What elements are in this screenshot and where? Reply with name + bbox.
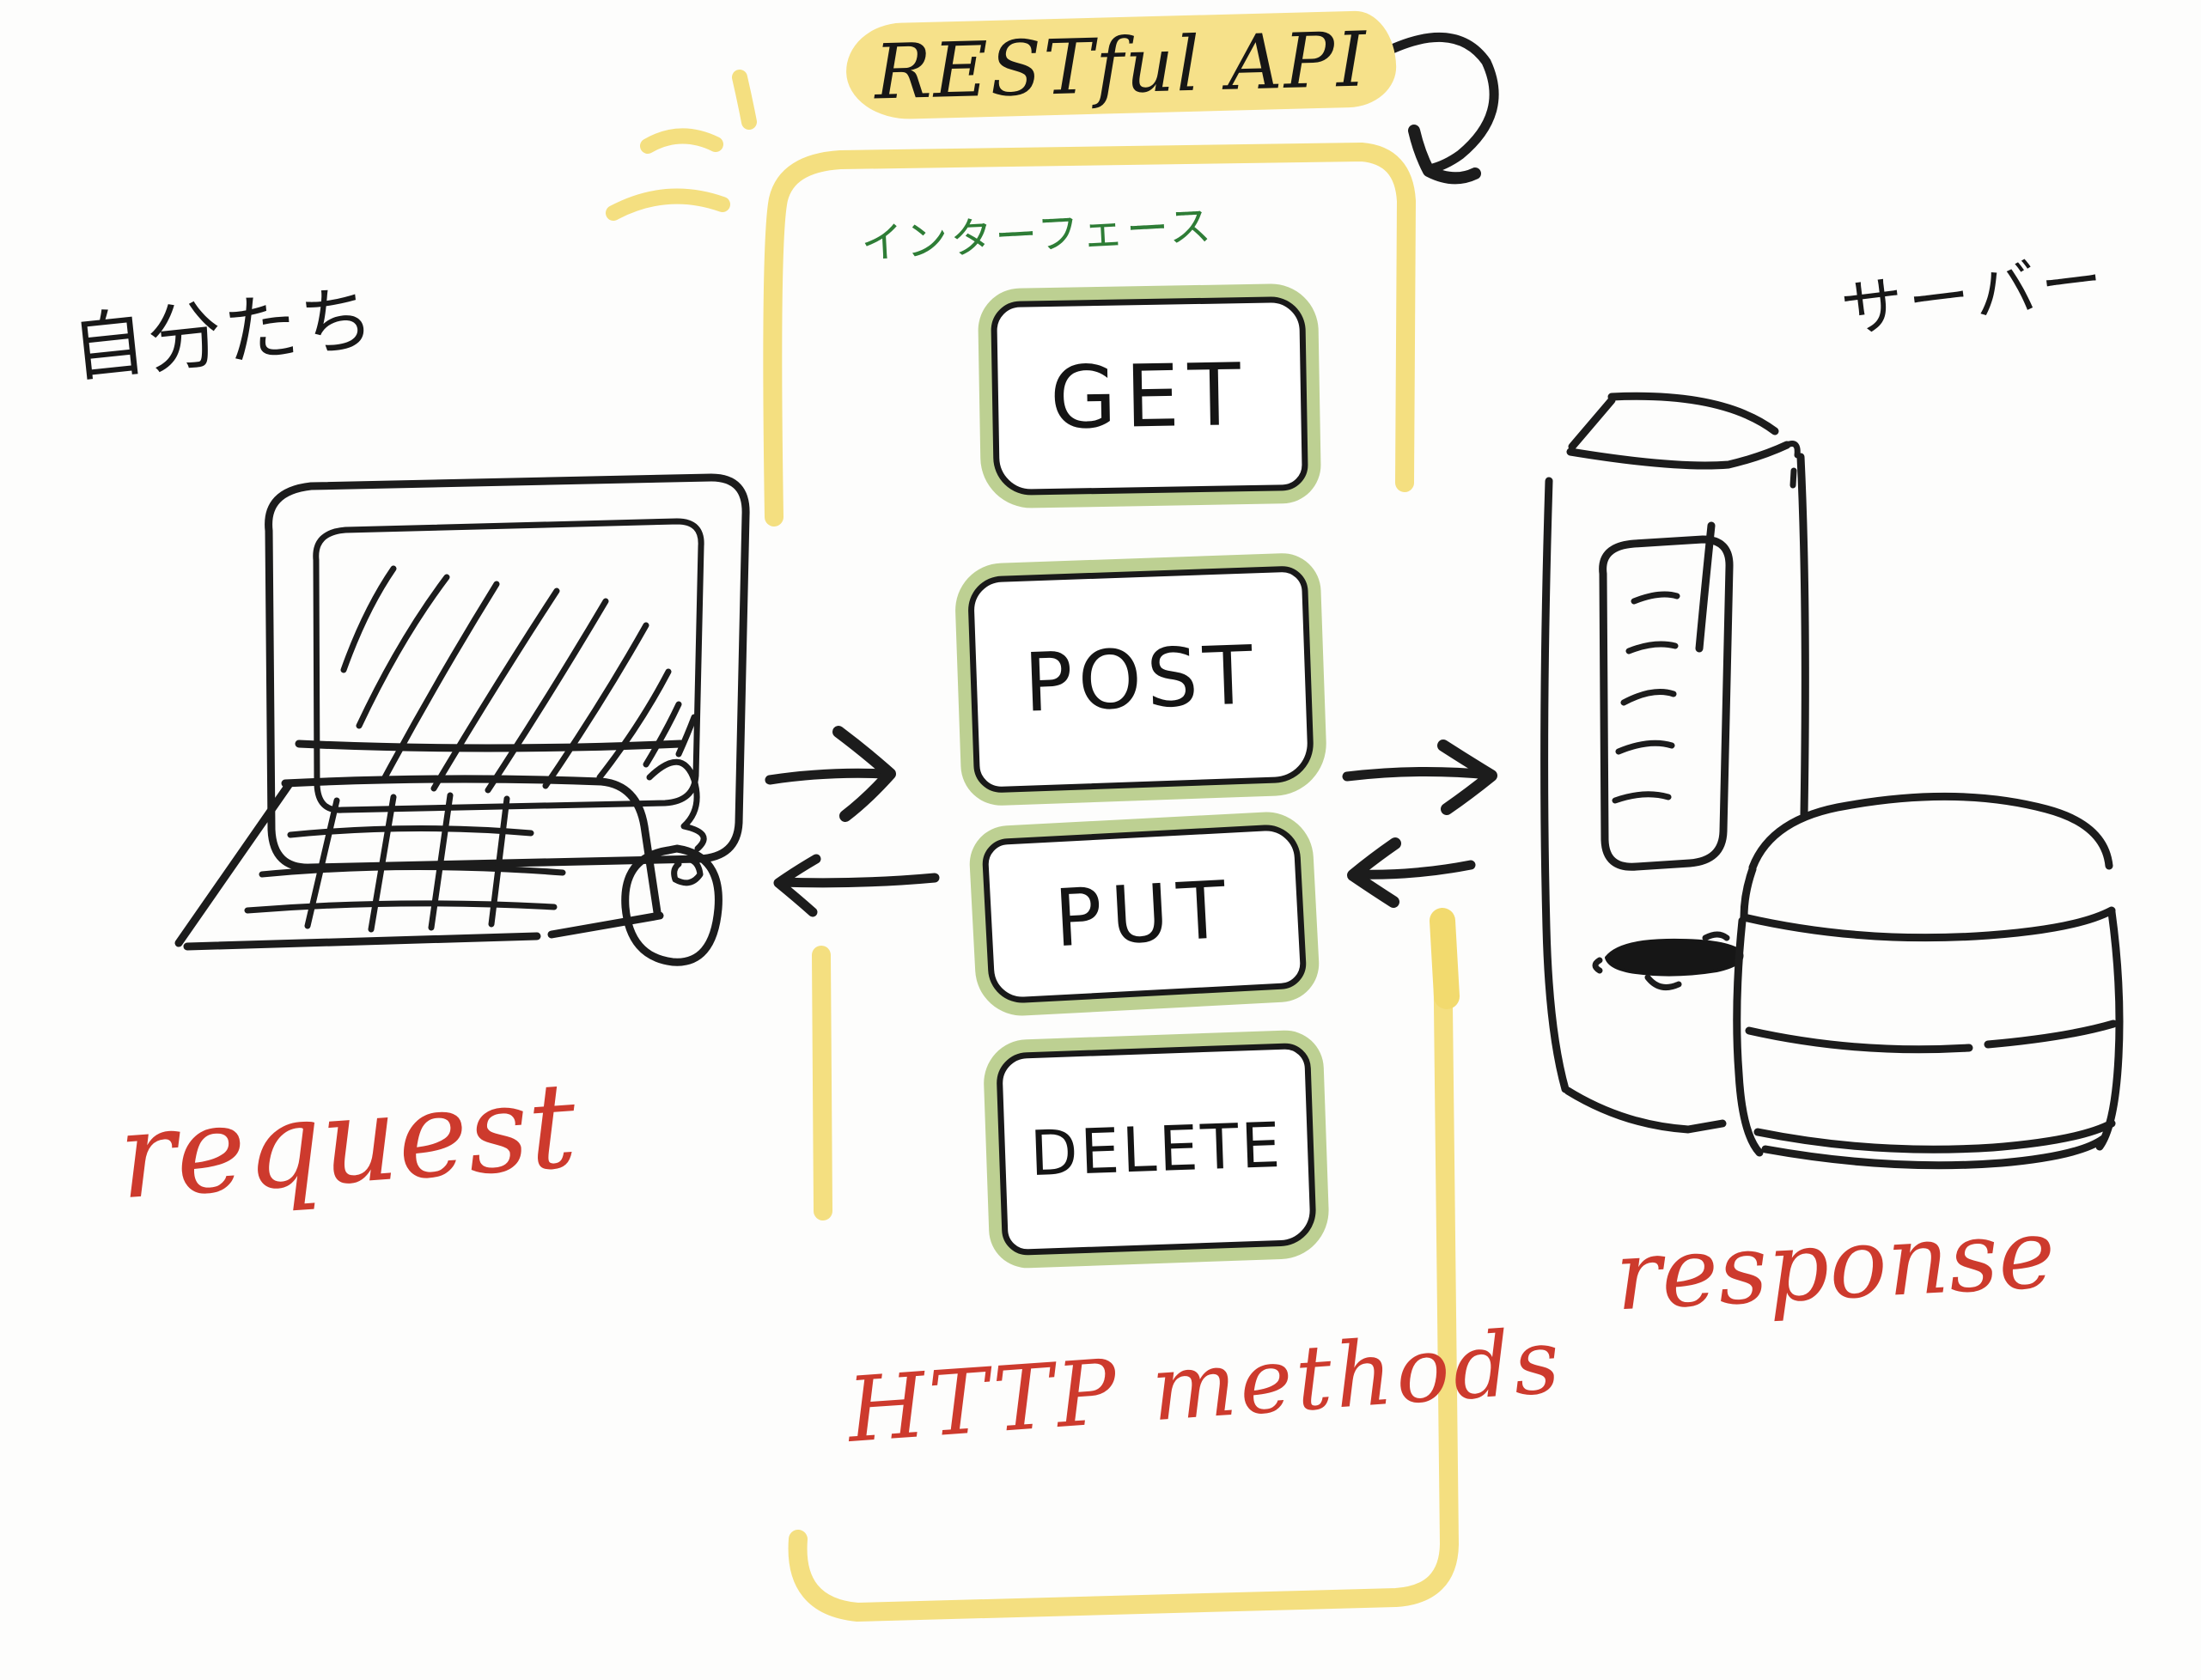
yellow-marker-frame [763, 143, 1460, 1622]
diagram-title: RESTful API [844, 9, 1398, 121]
method-label: DELETE [1028, 1108, 1284, 1190]
client-request-arrow-icon [765, 726, 896, 822]
sparkle-icon [606, 70, 757, 221]
method-box-delete: DELETE [995, 1042, 1318, 1257]
database-icon [1733, 792, 2124, 1170]
diagram-title-text: RESTful API [873, 14, 1369, 117]
laptop-icon [174, 473, 750, 951]
method-box-put: PUT [981, 823, 1308, 1005]
method-label: PUT [1052, 863, 1237, 965]
response-label: response [1612, 1197, 2058, 1333]
method-label: POST [1022, 628, 1259, 731]
keyboard [174, 775, 664, 951]
power-knob-scribble [1592, 931, 1744, 991]
server-request-arrow-icon [1342, 740, 1497, 815]
screen-hatching [340, 565, 698, 794]
method-label: GET [1049, 344, 1250, 448]
server-icon [1540, 392, 1809, 1134]
client-response-arrow-icon [773, 854, 940, 917]
server-response-arrow-icon [1347, 837, 1476, 908]
vent-slits [1612, 591, 1680, 804]
mouse-icon [621, 758, 722, 966]
method-box-post: POST [966, 565, 1315, 794]
method-box-get: GET [991, 295, 1308, 496]
title-arrow-icon [1371, 32, 1499, 185]
